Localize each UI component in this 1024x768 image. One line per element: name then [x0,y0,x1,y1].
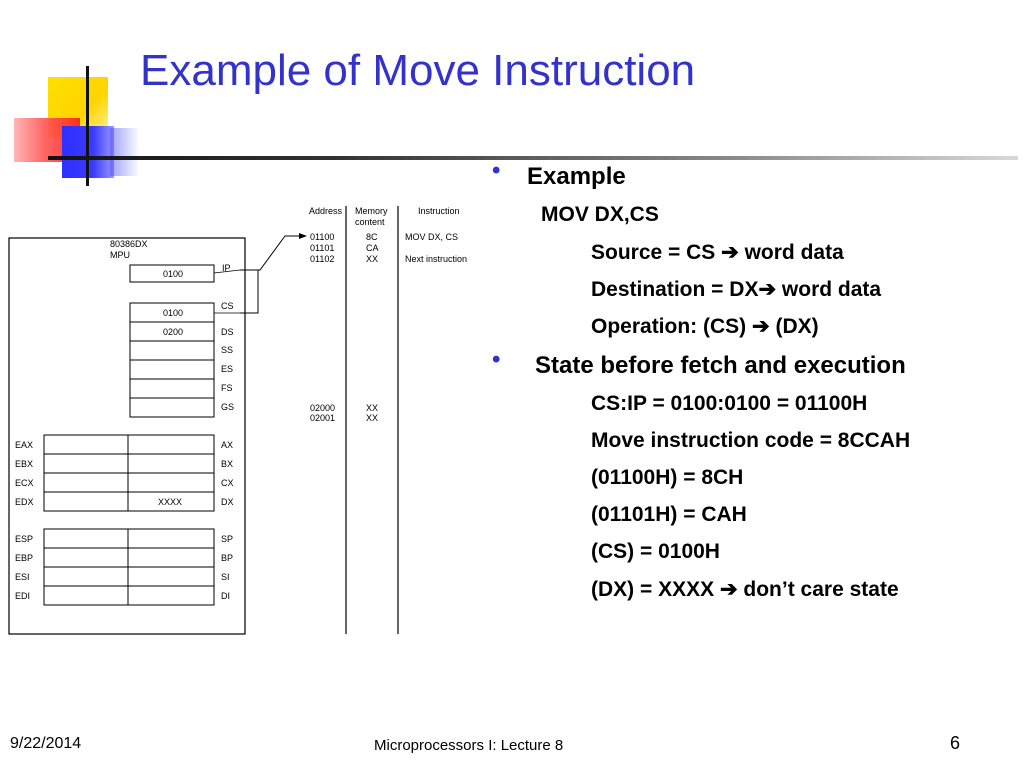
segment-registers: 0100 0200 CS DS SS ES FS GS [129,301,240,418]
logo-vertical-line [86,66,89,186]
bullet-dx-value: (DX) = XXXX ➔ don’t care state [591,578,899,601]
svg-text:DS: DS [221,327,234,337]
svg-text:GS: GS [221,402,234,412]
svg-text:CX: CX [221,478,234,488]
svg-text:8C: 8C [366,232,378,242]
footer-course: Microprocessors I: Lecture 8 [374,737,564,754]
svg-text:Next instruction: Next instruction [405,254,467,264]
svg-text:SP: SP [221,534,233,544]
svg-text:ECX: ECX [15,478,34,488]
footer-page-number: 6 [950,733,961,753]
logo-blue-fade [110,128,140,176]
svg-text:ESI: ESI [15,572,30,582]
svg-text:XX: XX [366,413,378,423]
svg-text:0100: 0100 [163,308,183,318]
header-memory-1: Memory [355,206,388,216]
svg-text:0100: 0100 [163,269,183,279]
pointer-registers: ESP EBP ESI EDI SP BP SI DI [15,528,233,606]
mpu-box [8,237,246,635]
svg-text:EAX: EAX [15,440,33,450]
svg-text:0200: 0200 [163,327,183,337]
bullet-example: Example [527,163,626,190]
register-memory-diagram: Address Memory content Instruction 01100… [8,206,467,635]
svg-text:XXXX: XXXX [158,497,182,507]
svg-text:02001: 02001 [310,413,335,423]
bullet-destination: Destination = DX➔ word data [591,278,882,301]
arrow-icon: ➔ [758,278,777,301]
svg-text:DI: DI [221,591,230,601]
bullet-dot-icon: • [492,157,501,184]
svg-text:BX: BX [221,459,233,469]
bullet-cs-value: (CS) = 0100H [591,540,720,563]
bullet-operation: Operation: (CS) ➔ (DX) [591,315,819,338]
svg-text:EBP: EBP [15,553,33,563]
arrow-icon: ➔ [721,241,739,264]
svg-text:01101: 01101 [310,243,334,253]
mpu-label-1: 80386DX [110,239,148,249]
memory-row: 01102 XX Next instruction [310,254,467,264]
arrow-icon: ➔ [719,578,738,601]
memory-row: 02000 XX [310,403,378,413]
svg-text:SS: SS [221,345,233,355]
svg-text:FS: FS [221,383,233,393]
header-memory-2: content [355,217,385,227]
bullet-cs-ip: CS:IP = 0100:0100 = 01100H [591,392,868,415]
svg-text:02000: 02000 [310,403,335,413]
bullet-dot-icon: • [492,346,501,373]
svg-text:EDI: EDI [15,591,30,601]
memory-row: 01100 8C MOV DX, CS [310,232,458,242]
svg-text:SI: SI [221,572,230,582]
arrow-icon: ➔ [752,315,770,338]
memory-row: 02001 XX [310,413,378,423]
bullet-mov-dx-cs: MOV DX,CS [541,203,659,226]
header-address: Address [309,206,343,216]
bullet-state-before: State before fetch and execution [535,352,906,379]
svg-text:AX: AX [221,440,233,450]
svg-text:01102: 01102 [310,254,334,264]
mpu-label-2: MPU [110,250,130,260]
bullet-move-code: Move instruction code = 8CCAH [591,429,911,452]
slide-title: Example of Move Instruction [140,46,696,95]
memory-row: 01101 CA [310,243,379,253]
general-registers: EAX EBX ECX EDX AX BX CX DX XXXX [15,434,234,512]
svg-text:BP: BP [221,553,233,563]
svg-text:EDX: EDX [15,497,34,507]
svg-text:XX: XX [366,254,378,264]
footer-date: 9/22/2014 [10,735,82,752]
svg-text:01100: 01100 [310,232,334,242]
title-underline [48,156,1018,160]
svg-text:DX: DX [221,497,234,507]
bullet-source: Source = CS ➔ word data [591,241,844,264]
svg-text:ES: ES [221,364,233,374]
svg-text:XX: XX [366,403,378,413]
ip-register [129,264,215,283]
bullet-01101h: (01101H) = CAH [591,503,747,526]
svg-text:CS: CS [221,301,234,311]
svg-text:EBX: EBX [15,459,33,469]
svg-text:CA: CA [366,243,379,253]
svg-text:IP: IP [222,263,231,273]
arrow-head-icon [299,233,307,239]
svg-text:MOV DX, CS: MOV DX, CS [405,232,458,242]
svg-text:ESP: ESP [15,534,33,544]
header-instruction: Instruction [418,206,460,216]
bullet-01100h: (01100H) = 8CH [591,466,744,489]
